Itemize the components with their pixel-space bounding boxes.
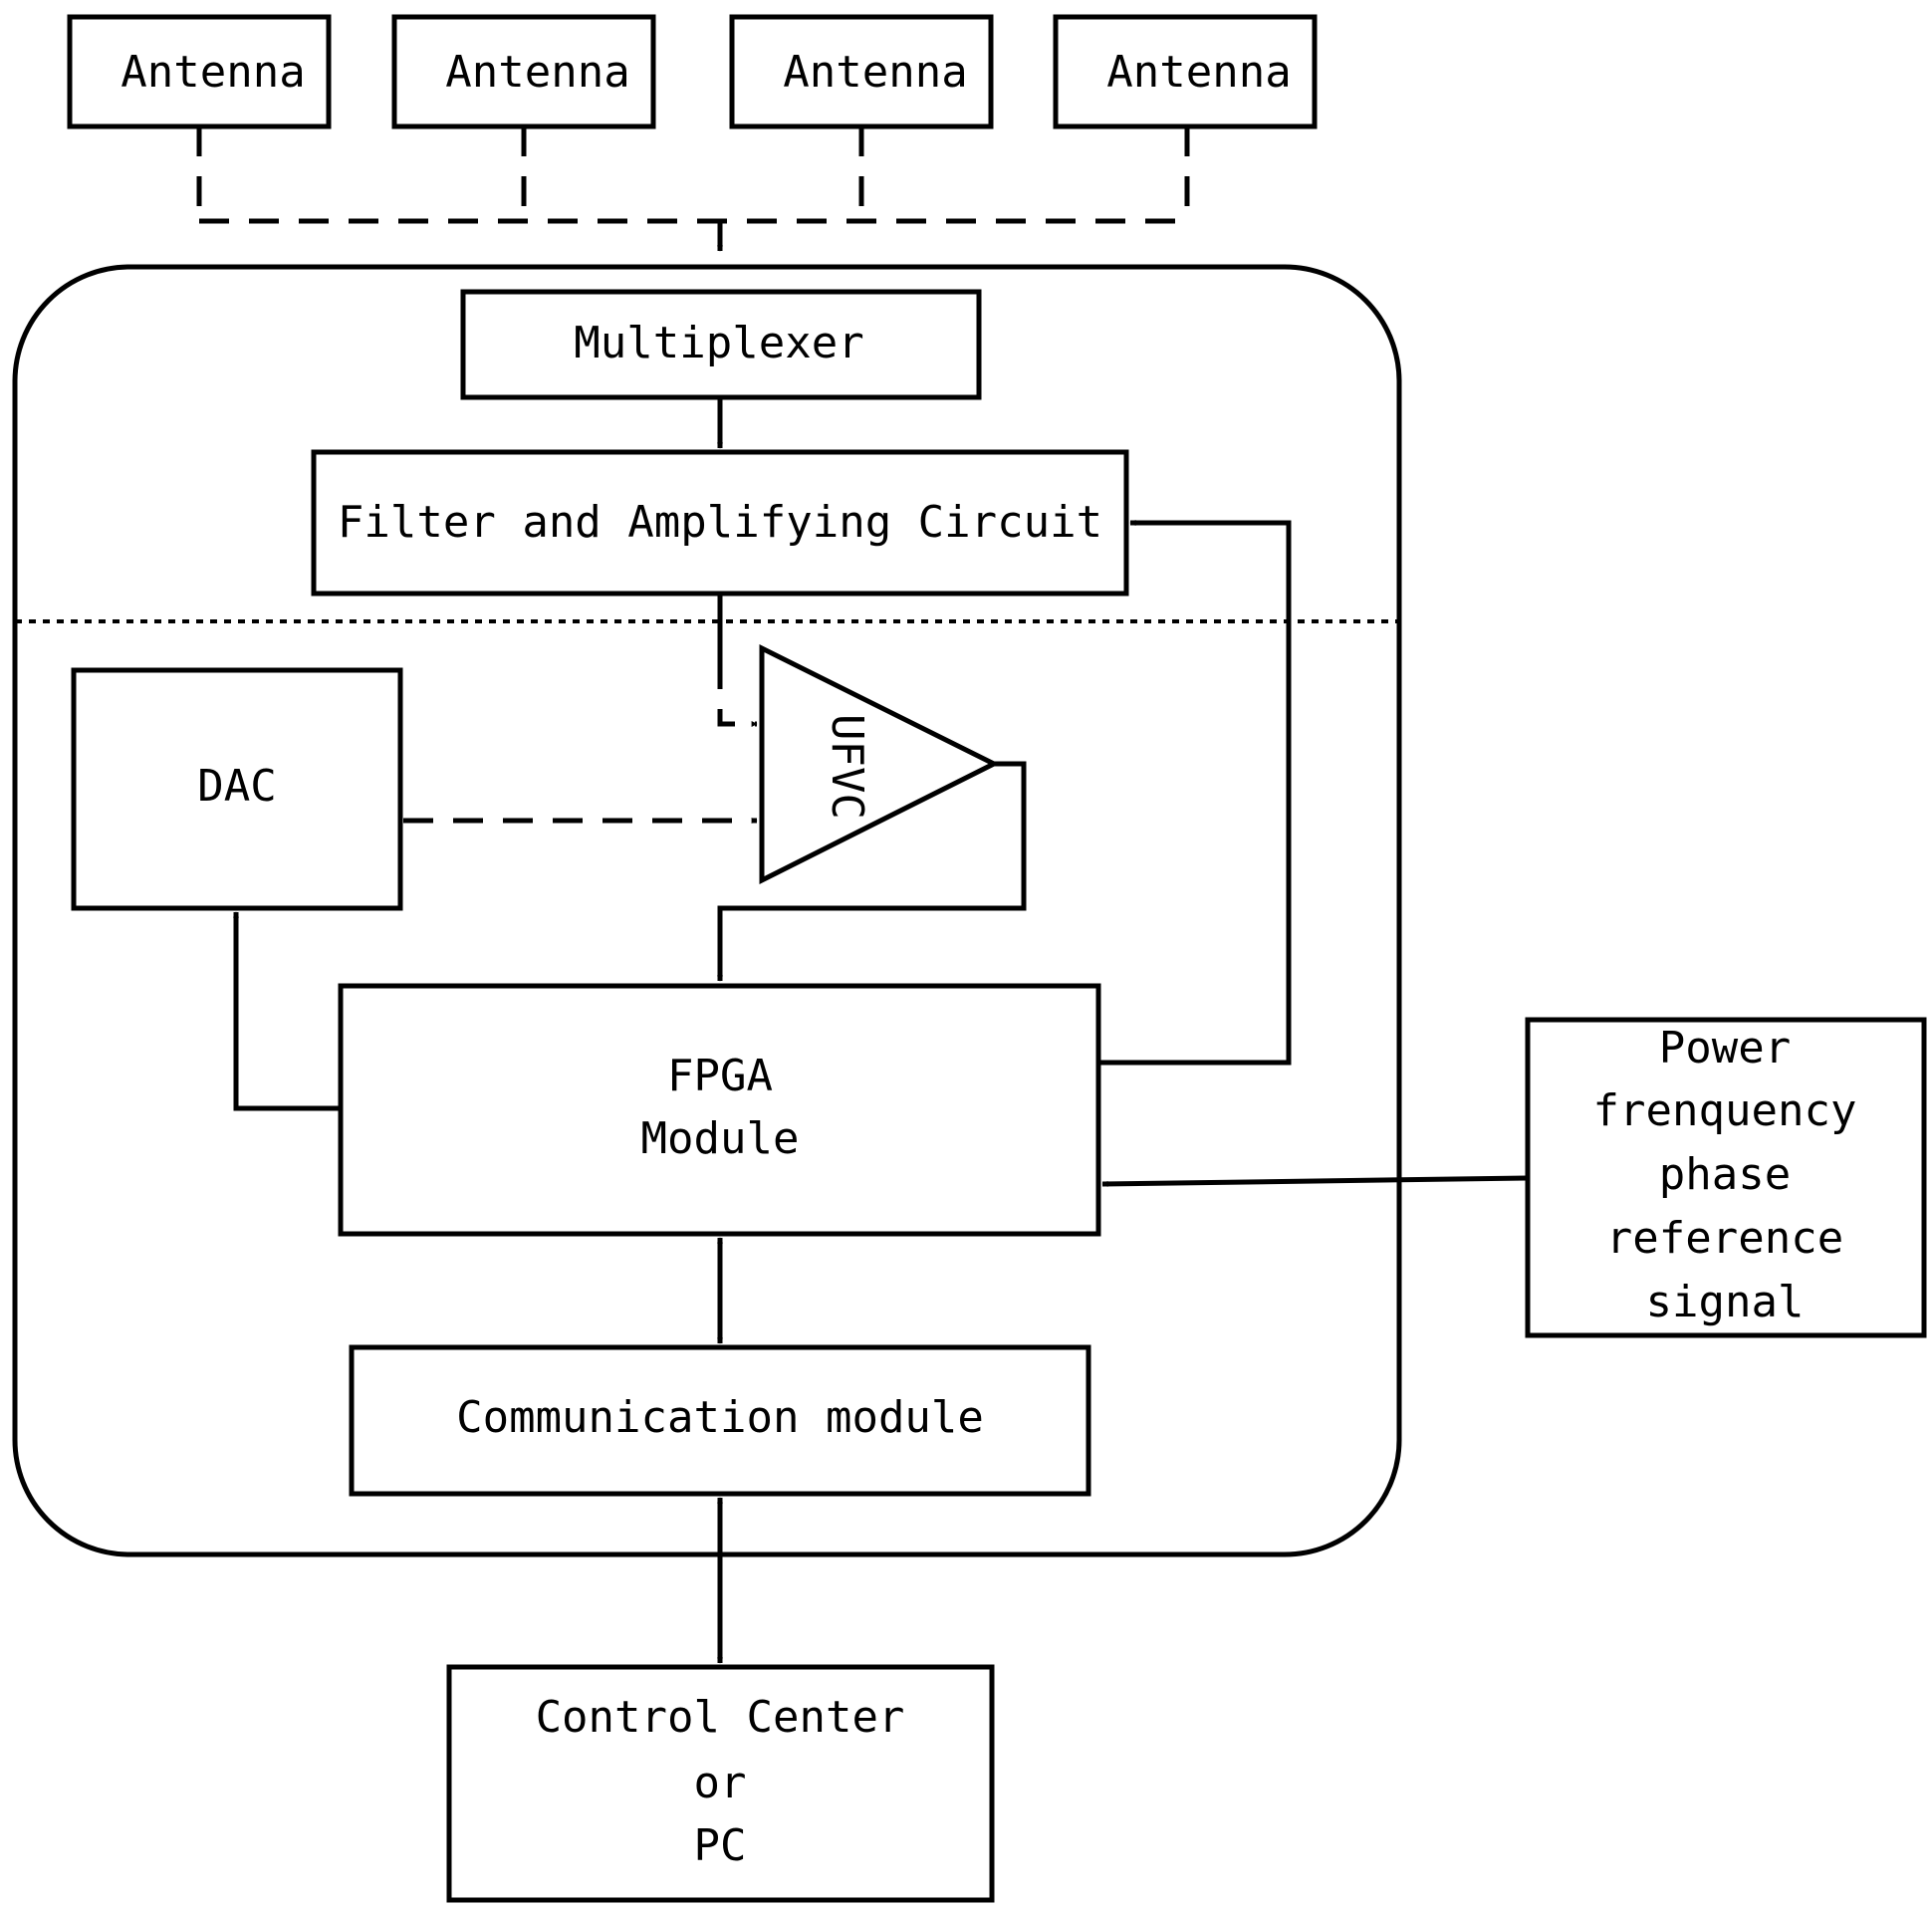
antenna-3: Antenna [729,14,994,129]
ufvc-label: UFVC [822,714,872,820]
control-label-line1: Control Center [536,1692,905,1743]
ufvc-block: UFVC [759,643,1000,885]
filter-to-ufvc-dashed [717,659,758,727]
control-label-line2: or [694,1758,747,1808]
antenna-3-label: Antenna [783,47,967,98]
multiplexer-block: Multiplexer [460,289,982,400]
reference-label-line2: frenquency [1593,1085,1857,1136]
fpga-module-block: FPGA Module [338,983,1101,1237]
filter-amplifier-block: Filter and Amplifying Circuit [311,449,1129,596]
reference-signal-block: Power frenquency phase reference signal [1525,1017,1927,1338]
antenna-1-label: Antenna [121,47,305,98]
fpga-label-line2: Module [641,1113,800,1164]
ufvc-to-fpga-arrow [717,761,1027,982]
antenna-1: Antenna [67,14,332,129]
filter-amplifier-label: Filter and Amplifying Circuit [338,497,1102,548]
reference-label-line3: phase [1659,1149,1791,1200]
reference-label-line5: signal [1646,1277,1805,1327]
communication-module-block: Communication module [349,1344,1091,1497]
antenna-bus [196,126,1190,252]
device-enclosure [12,264,1402,1557]
antenna-4: Antenna [1053,14,1318,129]
communication-label: Communication module [456,1392,984,1443]
fpga-to-filter-arrow [1098,520,1292,1066]
control-center-block: Control Center or PC [446,1664,995,1903]
multiplexer-label: Multiplexer [574,318,863,368]
antenna-2: Antenna [391,14,656,129]
reference-label-line1: Power [1659,1023,1791,1073]
reference-label-line4: reference [1606,1213,1843,1264]
fpga-to-dac-arrow [233,911,341,1111]
control-label-line3: PC [694,1820,747,1871]
antenna-4-label: Antenna [1106,47,1291,98]
dac-label: DAC [197,761,276,812]
fpga-label-line1: FPGA [667,1051,773,1101]
dac-block: DAC [71,667,403,911]
reference-to-fpga-arrow [1101,1175,1529,1187]
antenna-2-label: Antenna [445,47,629,98]
